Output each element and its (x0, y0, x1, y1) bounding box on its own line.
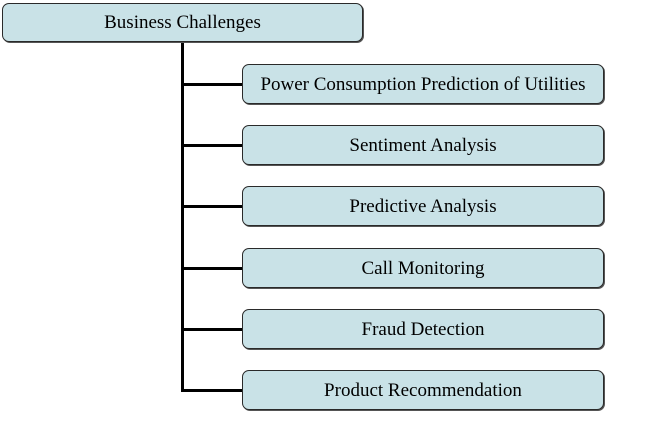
branch-connector (181, 144, 242, 147)
node-label: Fraud Detection (361, 318, 485, 340)
node-power-consumption-prediction: Power Consumption Prediction of Utilitie… (242, 64, 604, 104)
node-label: Predictive Analysis (349, 195, 497, 217)
branch-connector (181, 389, 242, 392)
node-fraud-detection: Fraud Detection (242, 309, 604, 349)
branch-connector (181, 205, 242, 208)
tree-trunk-connector (181, 42, 184, 391)
root-node-business-challenges: Business Challenges (2, 3, 363, 42)
node-product-recommendation: Product Recommendation (242, 370, 604, 410)
node-call-monitoring: Call Monitoring (242, 248, 604, 288)
node-label: Call Monitoring (361, 257, 485, 279)
root-node-label: Business Challenges (104, 12, 261, 33)
node-predictive-analysis: Predictive Analysis (242, 186, 604, 226)
node-sentiment-analysis: Sentiment Analysis (242, 125, 604, 165)
node-label: Product Recommendation (324, 379, 522, 401)
branch-connector (181, 267, 242, 270)
node-label: Power Consumption Prediction of Utilitie… (260, 73, 586, 95)
branch-connector (181, 328, 242, 331)
node-label: Sentiment Analysis (349, 134, 497, 156)
branch-connector (181, 83, 242, 86)
